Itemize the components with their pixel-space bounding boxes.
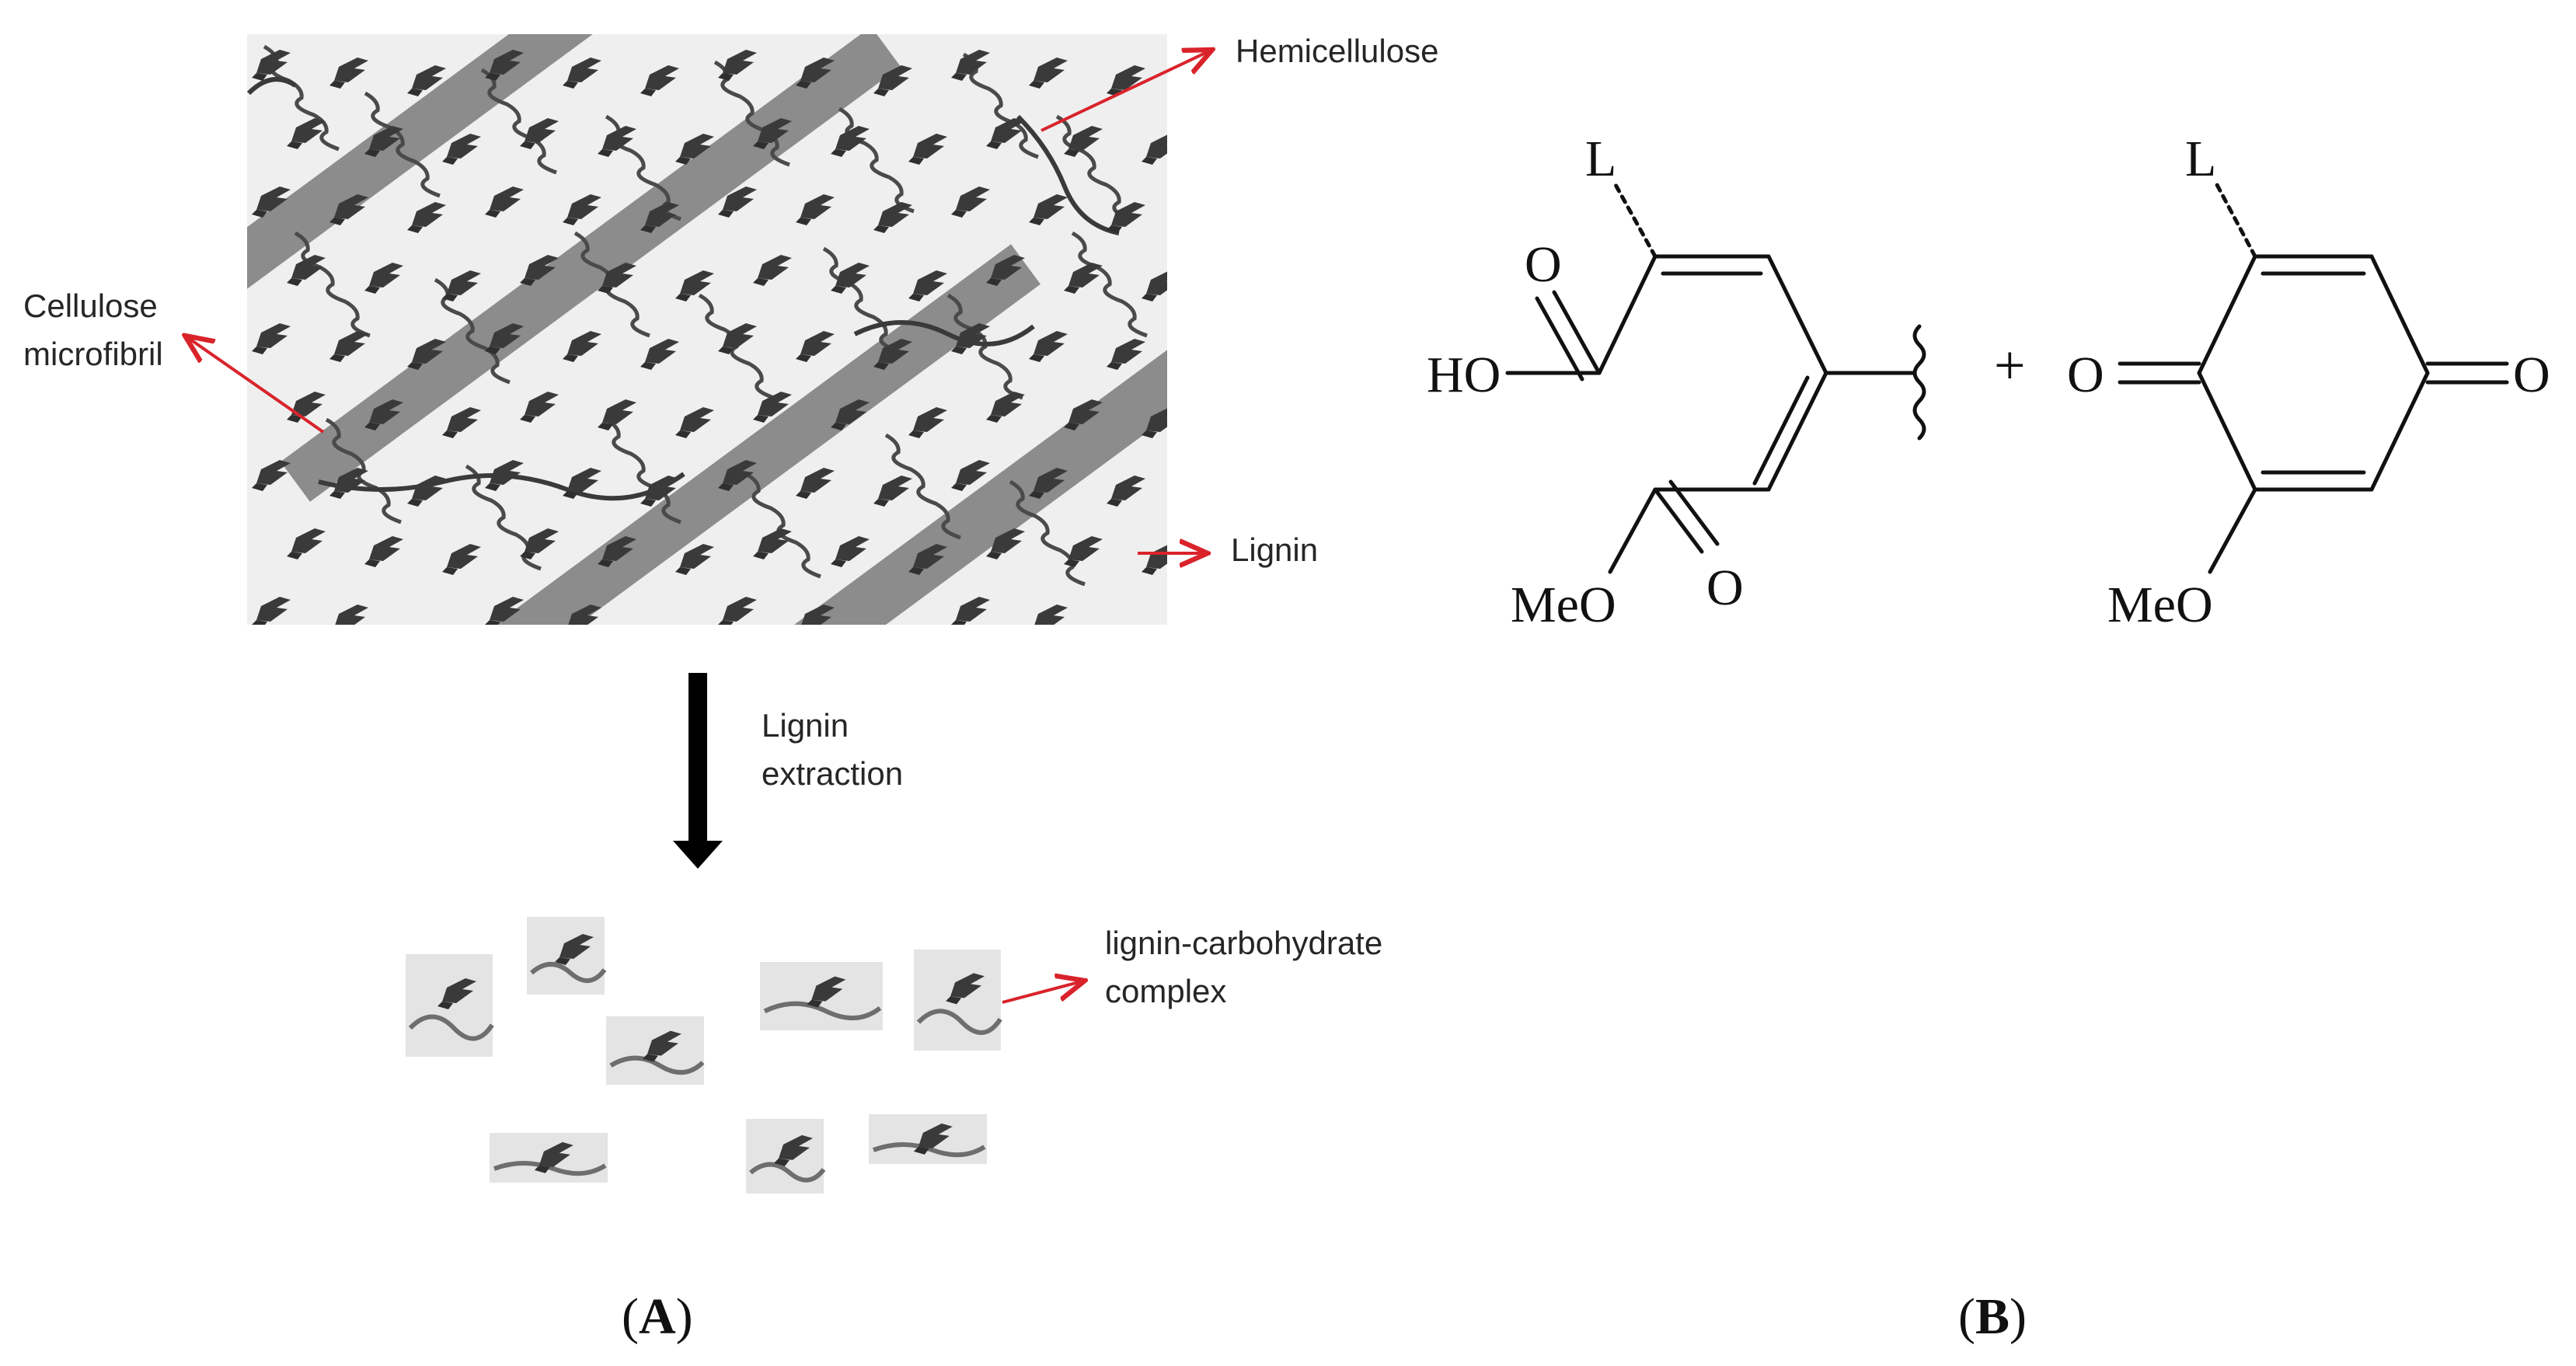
lcc-fragment: [914, 950, 1002, 1051]
ring-opened-structure: [1505, 181, 1926, 574]
lcc-fragment: [746, 1119, 826, 1194]
quinone-structure-atoms: L O O MeO: [2067, 131, 2550, 633]
lignin-carbohydrate-complexes: [406, 917, 1002, 1194]
ring-opened-structure-atoms: L O HO O MeO: [1427, 131, 1744, 633]
quinone-structure: [2118, 181, 2509, 574]
svg-text:(A): (A): [622, 1288, 693, 1345]
hemicellulose-label: Hemicellulose: [1236, 33, 1438, 69]
svg-text:MeO: MeO: [1511, 577, 1616, 633]
svg-text:O: O: [2067, 347, 2104, 403]
cellulose-arrow: [185, 336, 325, 434]
svg-text:O: O: [2513, 347, 2550, 403]
extraction-label-line1: Lignin: [762, 707, 849, 744]
svg-text:O: O: [1706, 559, 1744, 616]
panel-label-b: (B): [1958, 1288, 2027, 1345]
hemicellulose-chain: [822, 246, 899, 354]
lcc-label-line1: lignin-carbohydrate: [1105, 925, 1382, 961]
label-arrows: [185, 50, 1212, 1004]
svg-text:L: L: [2185, 131, 2216, 187]
hemicellulose-chain: [247, 77, 297, 96]
lcc-fragment: [606, 1016, 705, 1085]
cell-wall-diagram: [247, 34, 1167, 625]
hemicellulose-chain: [884, 433, 961, 540]
hemicellulose-chain: [364, 91, 441, 198]
svg-text:(B): (B): [1958, 1288, 2027, 1345]
extraction-arrow: [673, 673, 723, 869]
hemicellulose-chain: [1009, 479, 1086, 587]
hemicellulose-chains: [247, 44, 1148, 587]
lcc-fragment: [760, 962, 883, 1030]
hemicellulose-chain: [1016, 114, 1120, 235]
lcc-arrow: [1002, 981, 1085, 1004]
hemicellulose-chain: [1071, 231, 1148, 338]
lcc-label-line2: complex: [1105, 973, 1226, 1009]
lcc-fragment: [490, 1133, 608, 1183]
hemicellulose-chain: [1055, 114, 1132, 221]
cellulose-label-line2: microfibril: [23, 336, 163, 372]
svg-text:MeO: MeO: [2107, 577, 2213, 633]
hemicellulose-chain: [962, 52, 1039, 159]
hemicellulose-chain: [853, 320, 1035, 347]
svg-text:O: O: [1525, 236, 1562, 293]
svg-text:HO: HO: [1427, 347, 1501, 403]
cellulose-label-line1: Cellulose: [23, 287, 158, 324]
plus-sign: +: [1994, 334, 2026, 396]
hemicellulose-chain: [294, 231, 371, 338]
hemicellulose-chain: [480, 68, 557, 175]
lcc-fragment: [406, 954, 494, 1057]
hemicellulose-chain: [946, 293, 1023, 400]
hemicellulose-chain: [605, 417, 681, 524]
cellulose-band: [794, 350, 1167, 625]
lignin-label: Lignin: [1231, 531, 1318, 568]
hemicellulose-arrow: [1041, 50, 1212, 132]
extraction-label-line2: extraction: [762, 755, 903, 792]
lcc-fragment: [527, 917, 607, 995]
panel-label-a: (A): [622, 1288, 693, 1345]
lcc-fragment: [869, 1114, 987, 1164]
hemicellulose-chain: [838, 106, 915, 214]
svg-text:L: L: [1585, 131, 1616, 187]
hemicellulose-chain: [744, 472, 821, 579]
